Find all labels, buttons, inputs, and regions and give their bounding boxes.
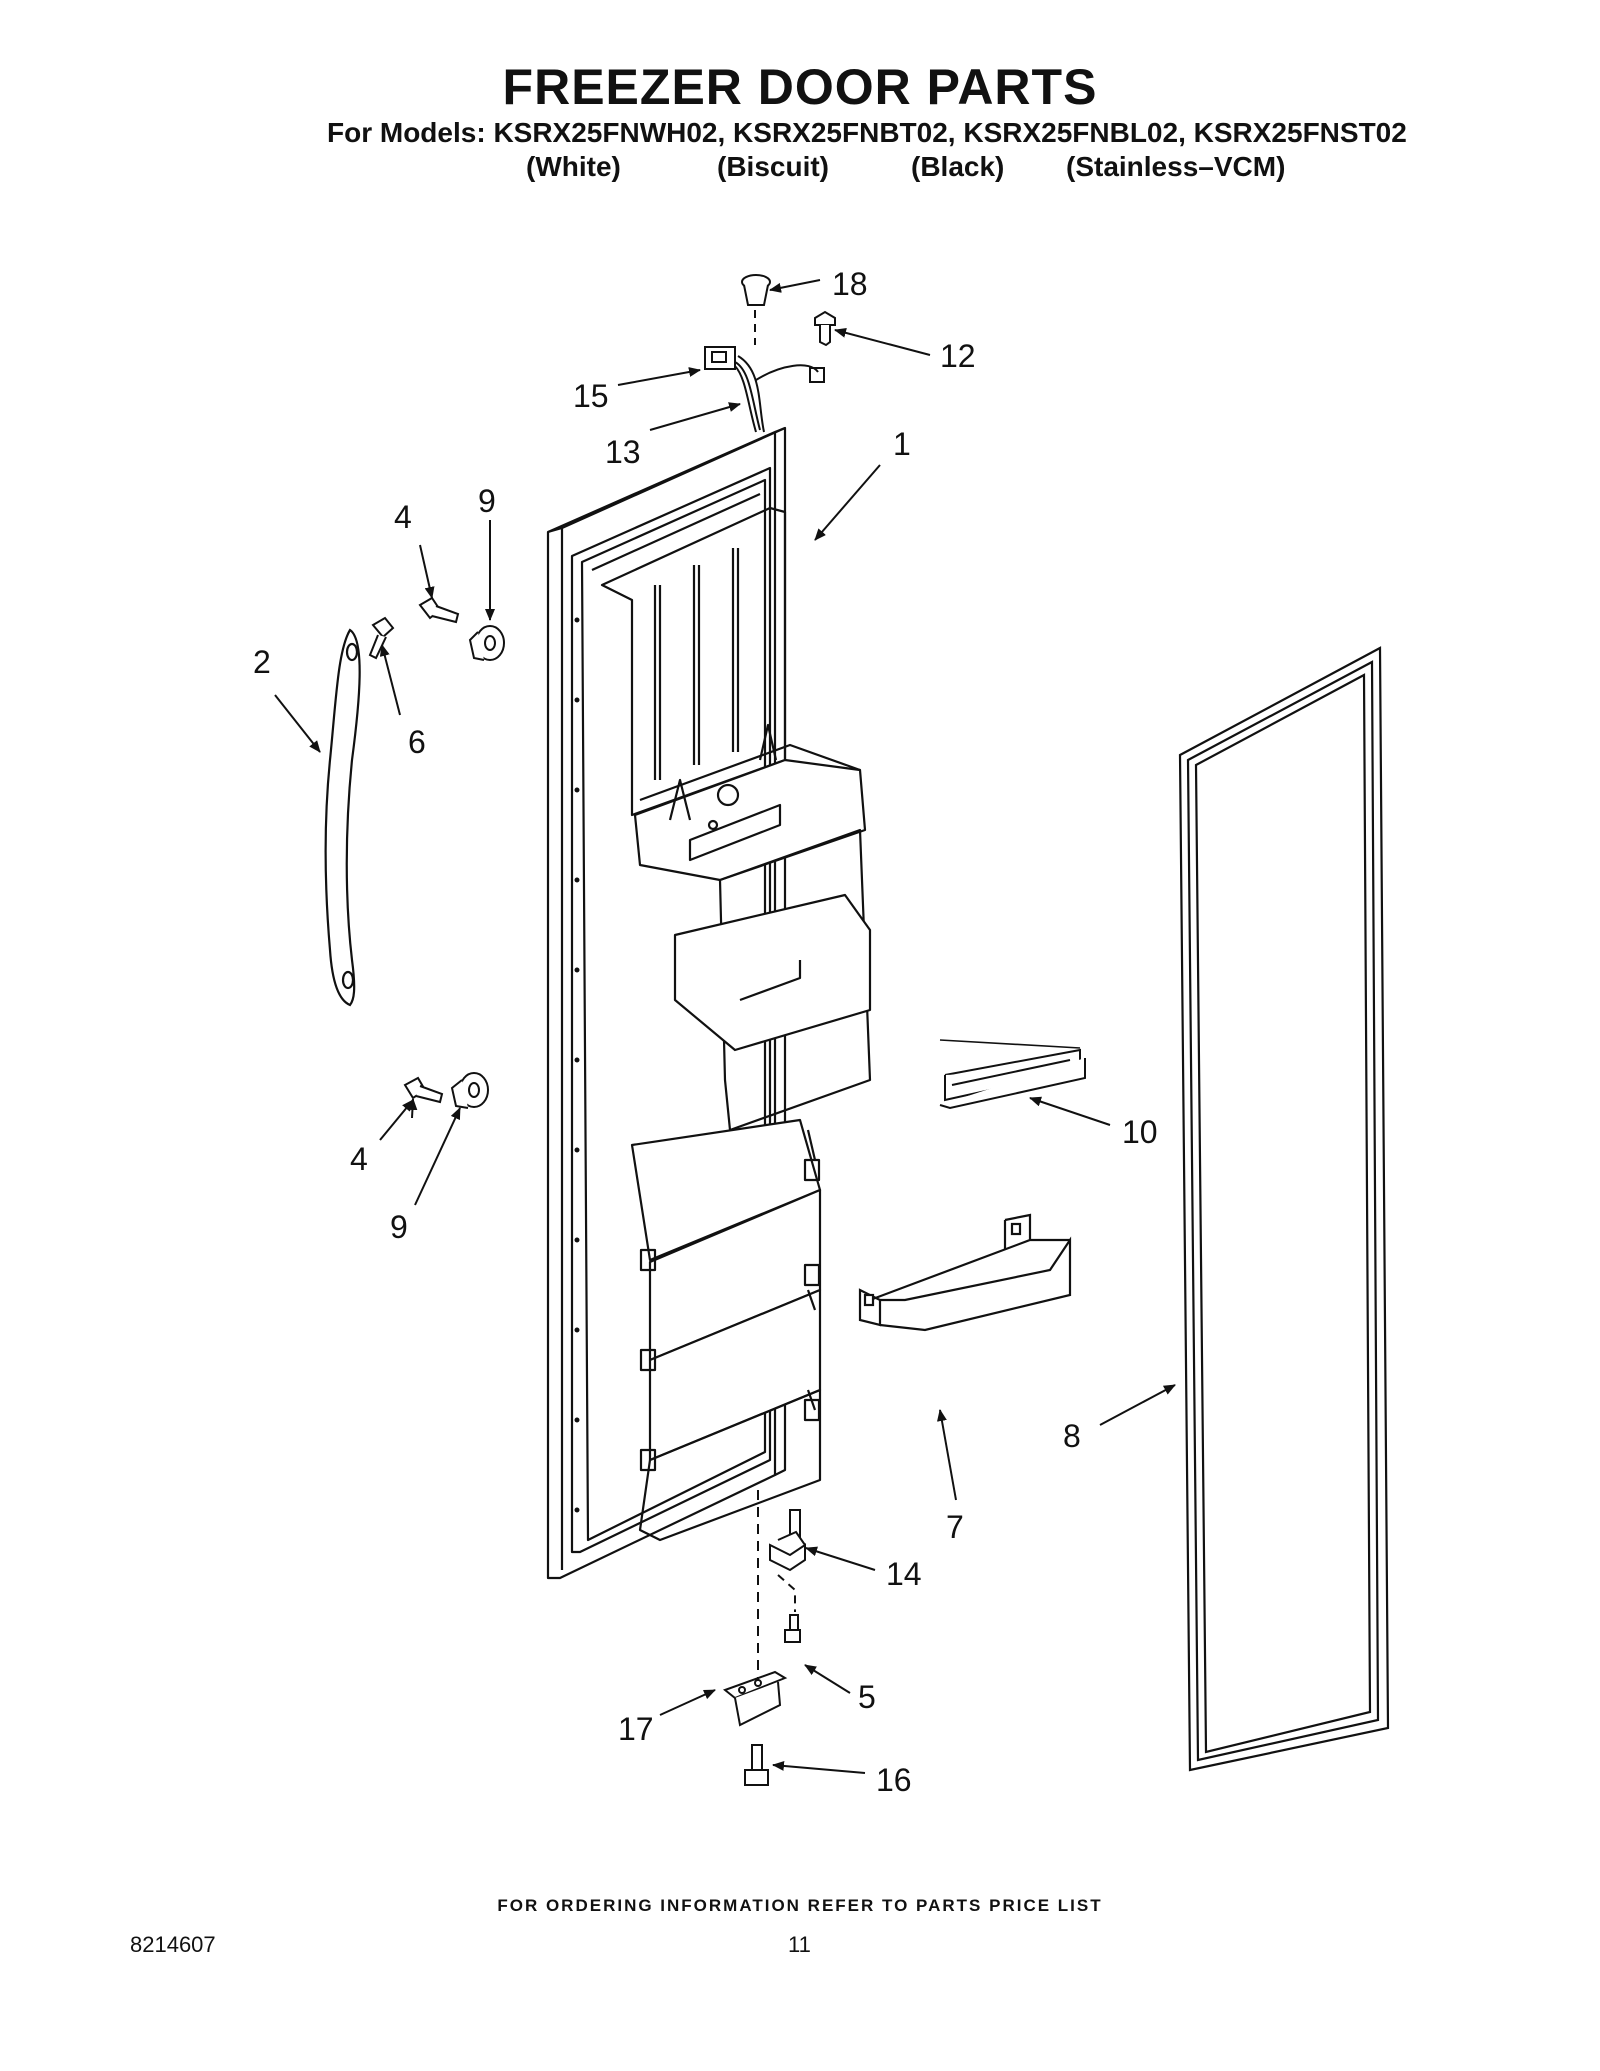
door-bin	[858, 1213, 1072, 1332]
callout-9-upper: 9	[478, 483, 496, 519]
dispenser-trim	[939, 1039, 1086, 1110]
handle-screw-upper	[418, 596, 460, 624]
color-stainless: (Stainless–VCM)	[1066, 151, 1286, 182]
page-number: 11	[788, 1932, 811, 1957]
callout-16: 16	[876, 1762, 912, 1798]
hinge-bolt	[744, 1744, 769, 1786]
callout-1: 1	[893, 426, 911, 462]
callout-13: 13	[605, 434, 641, 470]
page-title: FREEZER DOOR PARTS	[502, 59, 1098, 115]
callout-15: 15	[573, 378, 609, 414]
callout-6: 6	[408, 724, 426, 760]
ordering-note: FOR ORDERING INFORMATION REFER TO PARTS …	[497, 1896, 1103, 1915]
callout-9-lower: 9	[390, 1209, 408, 1245]
hinge-screw	[784, 1614, 801, 1643]
top-screw	[814, 310, 836, 347]
freezer-door-panel	[546, 426, 872, 1580]
hinge-pin	[769, 1509, 806, 1572]
callout-4-lower: 4	[350, 1141, 368, 1177]
color-white: (White)	[526, 151, 621, 182]
handle-screw-lower	[403, 1076, 444, 1104]
leader-arrows	[274, 279, 1176, 1774]
callout-18: 18	[832, 266, 868, 302]
spacer-lower	[450, 1072, 489, 1109]
bottom-hinge	[722, 1670, 788, 1727]
callout-14: 14	[886, 1556, 922, 1592]
door-handle	[324, 628, 361, 1007]
callout-10: 10	[1122, 1114, 1158, 1150]
door-gasket	[1178, 646, 1390, 1772]
models-line: For Models: KSRX25FNWH02, KSRX25FNBT02, …	[327, 117, 1407, 148]
wire-harness	[704, 310, 825, 433]
callout-17: 17	[618, 1711, 654, 1747]
document-number: 8214607	[130, 1932, 216, 1957]
callout-labels: 1 2 4 4 5 6 7 8 9 9 10 12 13 14 15 16 17…	[253, 266, 1158, 1798]
hinge-screw-axis-line	[777, 1574, 796, 1612]
spacer-upper	[468, 625, 505, 661]
callout-12: 12	[940, 338, 976, 374]
color-black: (Black)	[911, 151, 1005, 182]
color-biscuit: (Biscuit)	[717, 151, 829, 182]
callout-2: 2	[253, 644, 271, 680]
light-socket	[741, 274, 771, 306]
callout-4-upper: 4	[394, 499, 412, 535]
callout-7: 7	[946, 1509, 964, 1545]
callout-8: 8	[1063, 1418, 1081, 1454]
handle-screw-6	[368, 616, 395, 660]
callout-5: 5	[858, 1679, 876, 1715]
